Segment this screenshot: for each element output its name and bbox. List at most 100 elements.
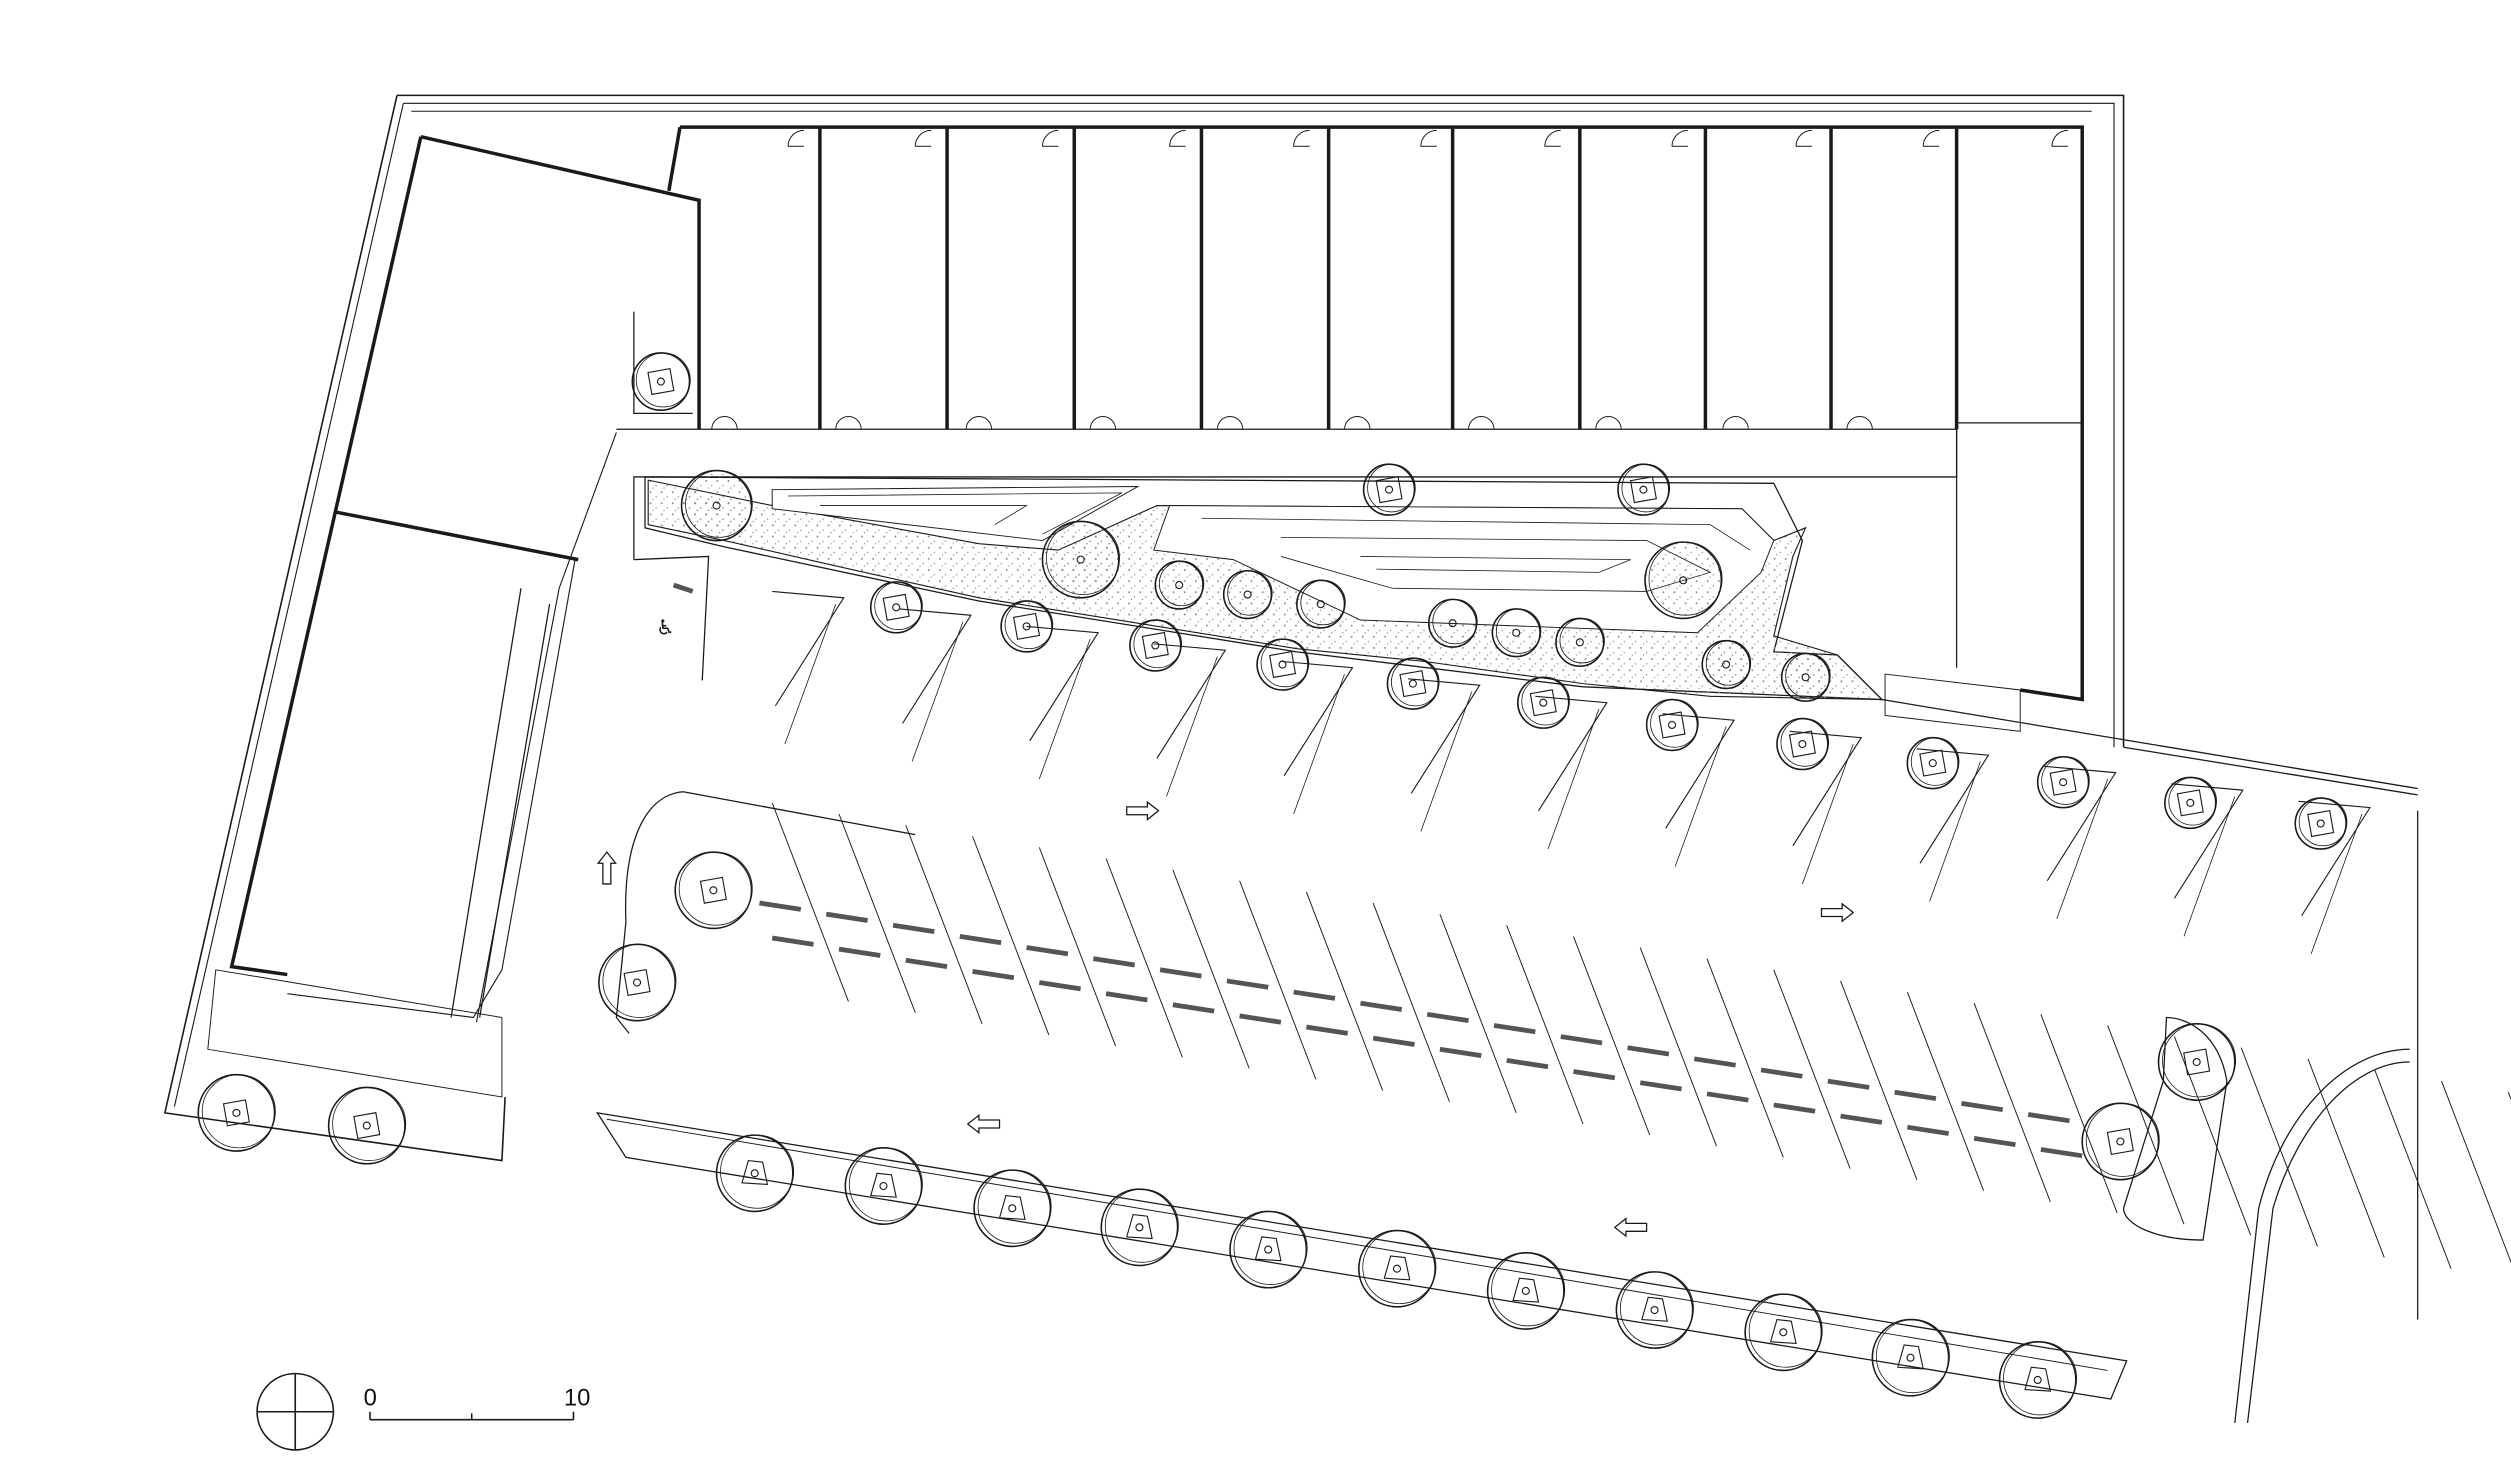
tree — [1617, 463, 1671, 516]
tree-canopy-outline — [201, 1074, 276, 1149]
upper-stall — [2044, 765, 2117, 882]
tree-trunk — [879, 1181, 888, 1191]
tree — [1100, 1188, 1179, 1267]
lower-stall-line — [1105, 858, 1183, 1058]
upper-stall — [899, 608, 972, 724]
wheel-stop-mark — [838, 946, 881, 958]
lower-stall-line — [2441, 1080, 2511, 1264]
tree-canopy — [197, 1073, 276, 1152]
tree — [1491, 608, 1542, 658]
tree-grate — [699, 876, 727, 904]
tree-canopy — [1617, 463, 1670, 516]
tree-canopy — [1906, 736, 1959, 790]
tree-grate — [741, 1159, 769, 1186]
tree-trunk — [1151, 641, 1160, 650]
tree-grate — [870, 1172, 897, 1198]
tree-grate — [1658, 711, 1686, 739]
wheel-stop-mark — [1693, 1056, 1736, 1068]
lower-stall-line — [2374, 1069, 2452, 1269]
tree-grate — [222, 1099, 250, 1127]
tree-canopy-outline — [1875, 1319, 1950, 1394]
scale-start-label: 0 — [364, 1384, 377, 1411]
wheel-stop-mark — [1706, 1091, 1749, 1103]
entry-door-swing — [835, 416, 862, 430]
door-swing — [1922, 129, 1940, 147]
wheel-stop-mark — [1639, 1080, 1682, 1092]
wheel-stop-mark — [1092, 956, 1136, 968]
door-swing — [787, 129, 805, 147]
wheel-stop-mark — [1493, 1023, 1536, 1035]
tree-canopy-outline — [1391, 657, 1440, 707]
door-swings — [711, 129, 2068, 430]
upper-stall-line — [1547, 708, 1600, 850]
tree — [1780, 652, 1831, 702]
tree — [197, 1073, 276, 1152]
wheel-stop-mark — [1239, 1013, 1282, 1025]
tree-trunk — [633, 978, 642, 987]
wheelchair-icon: ♿ — [656, 615, 675, 639]
entry-door-swing — [1216, 416, 1244, 430]
tree-canopy — [1644, 541, 1723, 620]
tree-grate — [1512, 1277, 1540, 1303]
tree-grate — [2049, 768, 2077, 796]
tree — [631, 352, 691, 411]
unit-walls — [818, 127, 1959, 430]
arrow-shape — [1126, 800, 1160, 821]
wheel-stop-mark — [1906, 1124, 1950, 1136]
tree — [1615, 1271, 1694, 1349]
wheel-stop-mark — [2027, 1112, 2070, 1124]
tree — [1645, 698, 1699, 752]
tree-grate — [1399, 670, 1427, 698]
tree-trunk — [750, 1169, 759, 1178]
tree-canopy — [631, 352, 691, 411]
tree-grate — [1125, 1214, 1153, 1240]
wing-left-outline — [229, 135, 701, 977]
tree-canopy-outline — [720, 1134, 795, 1209]
lower-stall-line — [1706, 958, 1784, 1158]
entry-door-swing — [1846, 416, 1873, 430]
tree-canopy — [973, 1169, 1052, 1248]
tree-canopy-outline — [1748, 1293, 1823, 1368]
tree-trunk — [1135, 1223, 1144, 1232]
parking-lot — [596, 555, 2511, 1423]
tree-canopy-outline — [602, 943, 677, 1018]
tree-canopy — [1645, 698, 1699, 752]
tree-grate — [1254, 1236, 1282, 1262]
upper-stall — [1280, 660, 1354, 777]
tree-canopy-outline — [1785, 653, 1831, 699]
tree-grate — [1641, 1296, 1668, 1322]
wheel-stop-mark — [1372, 1035, 1415, 1047]
tree — [1744, 1293, 1823, 1372]
tree-trunk — [1264, 1245, 1273, 1254]
door-swing — [1671, 129, 1688, 147]
wheel-stop-mark — [972, 969, 1015, 981]
tree-canopy-outline — [678, 851, 753, 926]
tree — [2036, 755, 2090, 809]
tree-trunk — [892, 603, 901, 612]
tree-grate — [1788, 730, 1816, 758]
scale-end-label: 10 — [564, 1384, 591, 1411]
tree — [2164, 776, 2217, 830]
tree-canopy-outline — [2085, 1102, 2160, 1177]
lower-stall-line — [1773, 969, 1851, 1169]
wheel-stop-mark — [759, 900, 802, 912]
tree-canopy — [1486, 1251, 1565, 1330]
upper-stall-line — [2056, 778, 2109, 920]
tree-canopy-outline — [1910, 737, 1960, 786]
tree-canopy-outline — [2041, 756, 2090, 805]
tree-trunk — [1076, 555, 1085, 564]
wheel-stop-mark — [1293, 989, 1336, 1001]
tree-canopy — [1229, 1210, 1308, 1289]
tree-canopy — [1871, 1318, 1950, 1397]
tree-grate — [1897, 1344, 1924, 1370]
tree-canopy — [1615, 1271, 1694, 1349]
trees — [197, 352, 2348, 1419]
tree-canopy-outline — [1432, 598, 1478, 645]
tree-trunk — [1779, 1328, 1788, 1337]
tree-canopy — [1776, 717, 1829, 771]
upper-stall — [1535, 695, 1608, 812]
wing-left-inner-wall — [633, 311, 693, 414]
tree-canopy-outline — [1705, 640, 1752, 686]
tree-trunk — [2186, 798, 2195, 807]
